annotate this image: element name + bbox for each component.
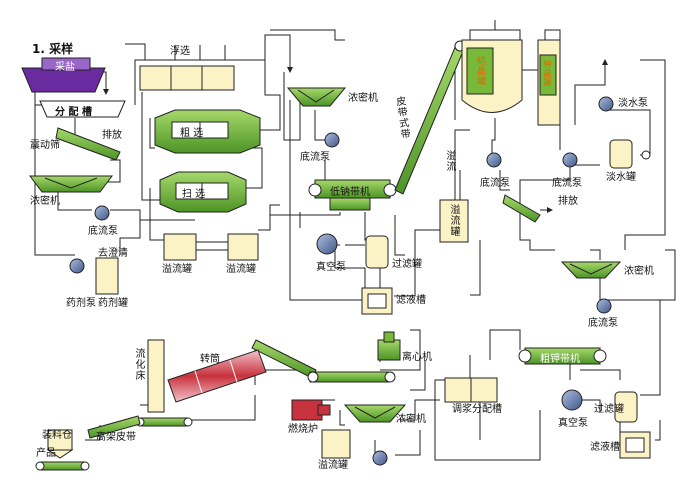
thickener2-shape bbox=[286, 87, 347, 107]
overflow-tank1-shape bbox=[163, 233, 197, 261]
vibrating-screen-shape bbox=[55, 127, 121, 161]
filter-tank2-label: 过滤罐 bbox=[594, 404, 624, 415]
overflow-tank2-shape bbox=[227, 233, 259, 261]
overflow-tank4-shape bbox=[321, 429, 351, 459]
thickener3-label: 浓密机 bbox=[624, 266, 654, 277]
crystallizer-label: 结晶罐 bbox=[475, 56, 485, 86]
screen2-shape bbox=[502, 194, 541, 223]
flotation-label: 浮选 bbox=[170, 46, 190, 57]
filter-tank2-shape bbox=[614, 391, 638, 423]
vibrating-screen-label: 震动筛 bbox=[30, 140, 60, 151]
filtrate-tank1-label: 滤液槽 bbox=[396, 295, 426, 306]
agent-pump-shape bbox=[69, 258, 85, 274]
thickener4-label: 浓密机 bbox=[396, 414, 426, 425]
scavenge-label: 扫 选 bbox=[182, 189, 206, 200]
underflow-pump3-shape bbox=[486, 152, 502, 168]
underflow-pump3-label: 底流泵 bbox=[480, 178, 510, 189]
centrifuge-label: 离心机 bbox=[402, 352, 432, 363]
distribution-tank-label: 分 配 槽 bbox=[55, 107, 92, 118]
to-clarify-label: 去澄清 bbox=[98, 248, 128, 259]
filtrate-tank2-label: 滤液槽 bbox=[590, 442, 620, 453]
distribution-tank-shape bbox=[39, 100, 126, 118]
fresh-pump-shape bbox=[598, 96, 614, 112]
underflow-pump2-shape bbox=[324, 132, 340, 148]
discharge2-label: 排放 bbox=[558, 196, 578, 207]
underflow-pump1-shape bbox=[94, 205, 110, 221]
pump-thickener4-shape bbox=[372, 450, 388, 466]
dryer-label: 转筒 bbox=[200, 354, 220, 365]
underflow-pump2-label: 底流泵 bbox=[300, 152, 330, 163]
high-belt-shape bbox=[87, 415, 141, 439]
underflow-pump4-label: 底流泵 bbox=[552, 178, 582, 189]
agent-pump-label: 药剂泵 bbox=[66, 298, 96, 309]
underflow-pump5-shape bbox=[596, 298, 612, 314]
coarse-k-belt-label: 粗钾带机 bbox=[540, 354, 580, 365]
ore-boat-cabin bbox=[41, 57, 91, 71]
rough-label: 粗 选 bbox=[180, 128, 204, 139]
ore-boat-label: 采盐 bbox=[55, 62, 75, 73]
thickener1-shape bbox=[29, 175, 113, 193]
overflow-tank3-label: 溢流罐 bbox=[448, 204, 459, 237]
rotary-dryer-shape bbox=[167, 349, 267, 403]
step-1-label: 1. 采样 bbox=[32, 42, 74, 56]
overflow-tank3-shape bbox=[439, 199, 469, 243]
slurry-tank-label: 调浆分配槽 bbox=[452, 404, 502, 415]
fresh-tank-label: 淡水罐 bbox=[606, 172, 636, 183]
vacuum-pump2-label: 真空泵 bbox=[558, 418, 588, 429]
packing-bin-label: 装料仓 bbox=[42, 430, 72, 441]
vacuum-pump2-shape bbox=[561, 389, 583, 411]
vacuum-pump1-label: 真空泵 bbox=[316, 262, 346, 273]
agent-tank-shape bbox=[95, 257, 119, 295]
seed-tank-label: 种晶罐 bbox=[543, 60, 552, 87]
underflow-pump1-label: 底流泵 bbox=[88, 226, 118, 237]
ice-water-label: 溢流 bbox=[444, 150, 455, 172]
discharge1-label: 排放 bbox=[102, 130, 122, 141]
centrifuge-belt-shape bbox=[309, 371, 391, 383]
overflow-tank1-label: 溢流罐 bbox=[162, 264, 192, 275]
overflow-tank4-label: 溢流罐 bbox=[318, 460, 348, 471]
product-belt-shape bbox=[39, 461, 86, 471]
filter-tank1-shape bbox=[365, 235, 389, 269]
thickener1-label: 浓密机 bbox=[30, 196, 60, 207]
furnace-label: 燃烧炉 bbox=[288, 424, 318, 435]
filter-tank1-label: 过滤罐 bbox=[392, 259, 422, 270]
agent-tank-label: 药剂罐 bbox=[98, 298, 128, 309]
vacuum-pump1-shape bbox=[316, 233, 338, 255]
thickener2-label: 浓密机 bbox=[348, 93, 378, 104]
fluid-bed-shape bbox=[147, 339, 165, 413]
thickener3-shape bbox=[560, 261, 622, 279]
fluid-bed-label: 流化床 bbox=[133, 348, 144, 381]
underflow-pump5-label: 底流泵 bbox=[588, 318, 618, 329]
flotation-cells bbox=[139, 65, 235, 91]
fresh-tank-shape bbox=[609, 139, 633, 169]
high-belt-label: 高架皮带 bbox=[96, 432, 136, 443]
fresh-pump-label: 淡水泵 bbox=[618, 98, 648, 109]
low-na-belt-label: 低钠带机 bbox=[330, 187, 370, 198]
overflow-tank2-label: 溢流罐 bbox=[226, 264, 256, 275]
product-label: 产品 bbox=[36, 448, 56, 459]
underflow-pump4-shape bbox=[562, 152, 578, 168]
centrifuge-shape bbox=[377, 339, 401, 361]
